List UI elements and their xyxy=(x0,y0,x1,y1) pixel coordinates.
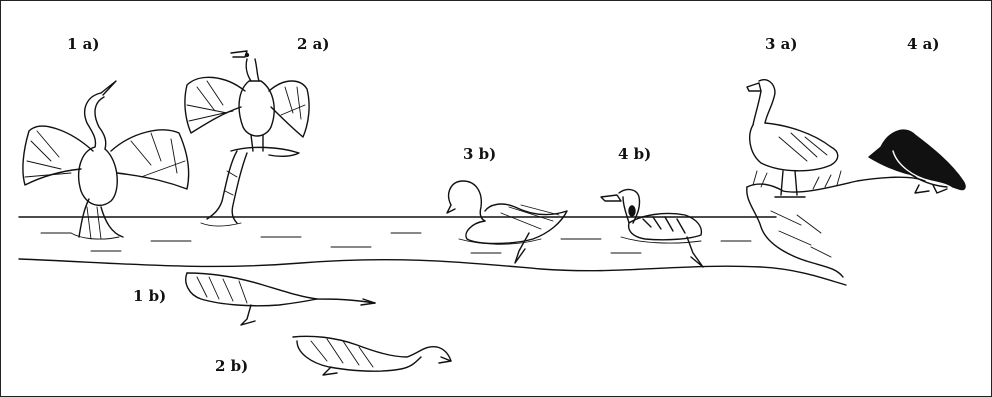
bird-2b-cormorant-underwater xyxy=(293,336,451,375)
bird-1b-anhinga-underwater xyxy=(186,273,375,325)
